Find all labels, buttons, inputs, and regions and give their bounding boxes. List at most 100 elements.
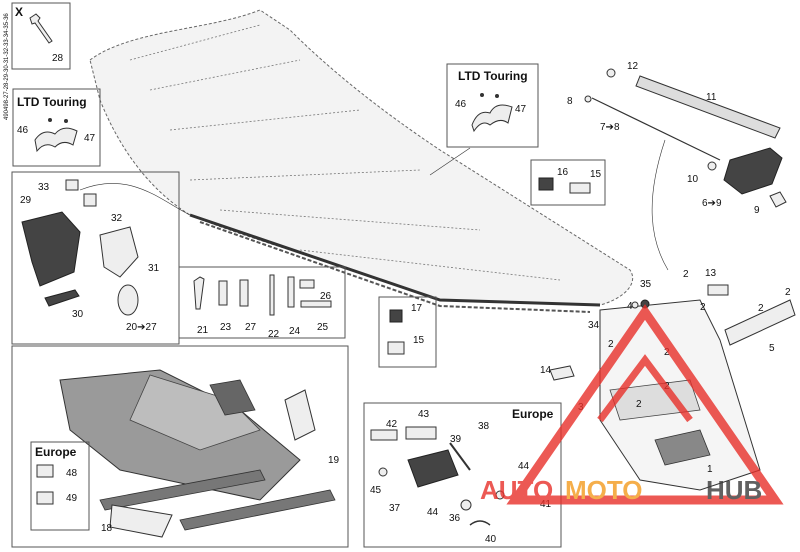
clip-16 — [538, 177, 554, 191]
callout-24: 24 — [289, 326, 301, 337]
callout-37: 37 — [389, 503, 401, 514]
callout-14: 14 — [540, 365, 552, 376]
cable-7 — [591, 97, 721, 161]
bar-11 — [635, 75, 781, 139]
callout-2h: 2 — [636, 399, 642, 410]
callout-43: 43 — [418, 409, 430, 420]
decal-42 — [370, 429, 398, 441]
callout-2d: 2 — [785, 287, 791, 298]
plate-14 — [549, 365, 575, 381]
reflector-49 — [36, 491, 54, 505]
tool-kit-20 — [117, 284, 139, 316]
callout-46b: 46 — [455, 99, 467, 110]
automotohub-watermark: AUTO MOTO HUB — [480, 304, 784, 505]
callout-2c: 2 — [758, 303, 764, 314]
callout-49: 49 — [66, 493, 78, 504]
clip-15b — [387, 341, 405, 355]
box-snowmobile — [11, 345, 349, 548]
callout-17: 17 — [411, 303, 423, 314]
drawing-code: 490498-27-28-29-30-31-32-33-34-35-36 — [4, 13, 10, 120]
clip-17 — [389, 309, 403, 323]
rear-flap — [599, 299, 761, 491]
callout-11: 11 — [706, 92, 717, 103]
callout-21: 21 — [197, 325, 209, 336]
box-europe-1 — [30, 441, 90, 531]
latch-handle-6 — [723, 147, 783, 195]
wrench-part — [29, 13, 53, 44]
box-ltd-touring-1 — [12, 88, 101, 167]
callout-27: 27 — [245, 322, 257, 333]
box-europe-2-title: Europe — [512, 407, 554, 421]
washer-10 — [707, 161, 717, 171]
callout-36: 36 — [449, 513, 461, 524]
box-x — [11, 2, 71, 70]
box-x-title: X — [15, 5, 23, 19]
box-storage-bag — [11, 171, 180, 345]
callout-4: 4 — [627, 301, 633, 312]
callout-29: 29 — [20, 195, 32, 206]
strap-30 — [44, 289, 80, 307]
wrench-21 — [193, 276, 205, 310]
callout-10: 10 — [687, 174, 699, 185]
callout-44b: 44 — [427, 507, 439, 518]
callout-40: 40 — [485, 534, 497, 545]
callout-9: 9 — [754, 205, 760, 216]
callout-39: 39 — [450, 434, 462, 445]
box-tools — [178, 266, 346, 339]
callout-38: 38 — [478, 421, 490, 432]
reflector-48 — [36, 464, 54, 478]
callout-42: 42 — [386, 419, 398, 430]
callout-2e: 2 — [608, 339, 614, 350]
callout-47a: 47 — [84, 133, 96, 144]
callout-25: 25 — [317, 322, 329, 333]
box-ltd-touring-2-title: LTD Touring — [458, 69, 528, 83]
part-26 — [299, 279, 315, 289]
callout-20-27: 20➔27 — [126, 322, 157, 333]
callout-23: 23 — [220, 322, 232, 333]
bracket-5 — [724, 299, 796, 346]
watermark-moto: MOTO — [565, 475, 643, 505]
callout-28: 28 — [52, 53, 64, 64]
callout-15a: 15 — [590, 169, 602, 180]
chassis-frame — [89, 9, 633, 313]
knob-9 — [769, 191, 787, 208]
callout-2a: 2 — [683, 269, 689, 280]
snowmobile-illustration — [59, 369, 336, 531]
box-ltd-touring-1-title: LTD Touring — [17, 95, 87, 109]
block-32 — [83, 193, 97, 207]
callout-35: 35 — [640, 279, 652, 290]
nut-4 — [631, 301, 639, 309]
callout-1: 1 — [707, 464, 713, 475]
clip-15a — [569, 182, 591, 194]
callout-8: 8 — [567, 96, 573, 107]
cover-31 — [99, 226, 139, 278]
callout-22: 22 — [268, 329, 280, 340]
callout-30: 30 — [72, 309, 84, 320]
plate-13 — [707, 284, 729, 296]
bolt-8 — [584, 95, 592, 103]
callout-31: 31 — [148, 263, 160, 274]
screwdriver-22 — [269, 274, 275, 316]
callout-33: 33 — [38, 182, 50, 193]
callout-32: 32 — [111, 213, 123, 224]
storage-bag-29 — [21, 211, 81, 287]
callout-47b: 47 — [515, 104, 527, 115]
pin-39 — [449, 442, 471, 471]
callout-45: 45 — [370, 485, 382, 496]
fuse-27 — [239, 279, 249, 307]
callout-34: 34 — [588, 320, 600, 331]
box-clips — [530, 159, 606, 206]
callout-15b: 15 — [413, 335, 425, 346]
clip-40 — [469, 520, 491, 526]
washer-36 — [460, 499, 472, 511]
callout-16: 16 — [557, 167, 569, 178]
box-europe-2 — [363, 402, 562, 548]
block-33 — [65, 179, 79, 191]
decal-43 — [405, 426, 437, 440]
callout-18: 18 — [101, 523, 113, 534]
callout-5: 5 — [769, 343, 775, 354]
callout-2f: 2 — [664, 347, 670, 358]
bracket-37 — [407, 449, 459, 488]
